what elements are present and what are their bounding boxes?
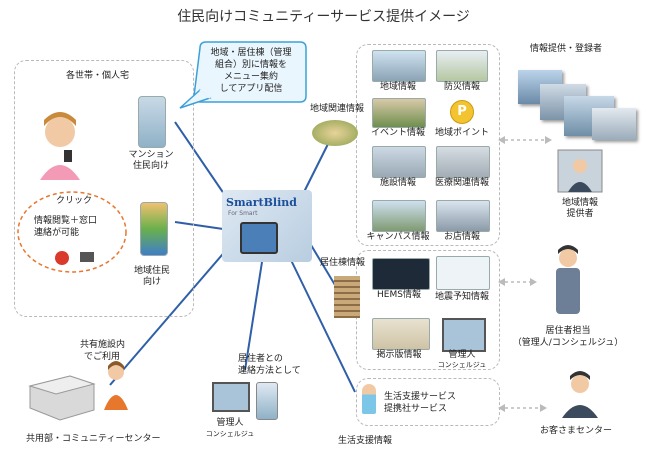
- area-item-5: 施設情報: [379, 178, 416, 188]
- contact-line2: 連絡方法として: [238, 366, 301, 376]
- area-item-image-3: [372, 98, 426, 128]
- area-item-1: 地域情報: [379, 82, 416, 92]
- area-provider-2: 提供者: [566, 209, 594, 219]
- contact-line1: 居住者との: [238, 354, 283, 364]
- shared-line2: でご利用: [84, 352, 121, 362]
- line-to-support: [289, 257, 356, 393]
- support-staff-icon: [362, 384, 376, 414]
- building-image: [334, 276, 360, 318]
- resident-staff-2: （管理人/コンシェルジュ）: [512, 338, 624, 348]
- area-item-2: 防災情報: [443, 82, 480, 92]
- callout-line4: してアプリ配信: [219, 84, 283, 94]
- manager-window-bottom: [212, 382, 250, 412]
- area-item-7: キャンパス情報: [366, 232, 430, 242]
- providers-heading: 情報提供・登録者: [530, 44, 603, 54]
- hems-image: [372, 258, 430, 290]
- resident-staff-1: 居住者担当: [545, 326, 591, 336]
- area-item-4: 地域ポイント: [434, 128, 489, 138]
- browse-line1: 情報閲覧＋窓口: [34, 216, 98, 226]
- hub-logo: SmartBlind: [226, 196, 297, 209]
- area-info-label: 地域関連情報: [310, 104, 365, 114]
- area-food-image: [312, 120, 358, 146]
- line-to-manager: [244, 261, 263, 371]
- area-item-image-5: [372, 146, 426, 178]
- area-item-image-8: [436, 200, 490, 232]
- area-info-box: [356, 44, 500, 246]
- board-image: [372, 318, 430, 350]
- area-item-image-6: [436, 146, 490, 178]
- callout-line1: 地域・居住棟（管理: [210, 48, 292, 58]
- support-line2: 提携社サービス: [384, 404, 448, 414]
- support-bottom-label: 生活支援情報: [338, 436, 393, 446]
- phone-area-label-1: 地域住民: [133, 266, 170, 276]
- support-line1: 生活支援サービス: [384, 392, 457, 402]
- coin-icon: P: [450, 100, 474, 124]
- life-support-box: [356, 378, 500, 426]
- building-item-3: 掲示版情報: [376, 350, 422, 360]
- area-item-image-7: [372, 200, 426, 232]
- phone-mansion-image: [138, 96, 166, 148]
- callout-line3: メニュー集約: [223, 72, 278, 82]
- bottom-manager-2: コンシェルジュ: [205, 430, 255, 438]
- area-item-image-2: [436, 50, 488, 82]
- hub-tablet-icon: [240, 222, 278, 254]
- building-manager-1: 管理人: [448, 350, 476, 360]
- households-heading: 各世帯・個人宅: [66, 71, 130, 81]
- phone-area-image: [140, 202, 168, 256]
- click-label: クリック: [56, 196, 93, 206]
- shared-line1: 共有施設内: [80, 340, 126, 350]
- phone-area-label-2: 向け: [142, 277, 161, 287]
- browse-line2: 連絡が可能: [34, 228, 80, 238]
- building-item-2: 地震予知情報: [434, 292, 489, 302]
- manager-window-image: [442, 318, 486, 352]
- building-manager-2: コンシェルジュ: [437, 361, 487, 369]
- provider-photo-4: [592, 108, 636, 140]
- phone-mansion-label-2: 住民向け: [132, 161, 169, 171]
- area-item-image-1: [372, 50, 426, 82]
- bottom-manager-1: 管理人: [216, 418, 244, 428]
- hub-logo-sub: For Smart: [228, 210, 258, 217]
- line-to-phone2: [174, 221, 231, 231]
- quake-map-image: [436, 256, 490, 290]
- area-item-3: イベント情報: [370, 128, 425, 138]
- building-info-label: 居住棟情報: [320, 258, 366, 268]
- page-title: 住民向けコミュニティーサービス提供イメージ: [177, 9, 470, 25]
- area-provider-1: 地域情報: [561, 198, 598, 208]
- callout-line2: 組合）別に情報を: [214, 60, 287, 70]
- area-item-8: お店情報: [443, 232, 480, 242]
- households-box: [14, 60, 194, 317]
- manager-phone-image: [256, 382, 278, 420]
- building-item-1: HEMS情報: [377, 290, 421, 300]
- customer-center: お客さまセンター: [539, 426, 612, 436]
- phone-mansion-label-1: マンション: [128, 150, 174, 160]
- area-item-6: 医療関連情報: [434, 178, 489, 188]
- shared-facility-label: 共用部・コミュニティーセンター: [26, 434, 161, 444]
